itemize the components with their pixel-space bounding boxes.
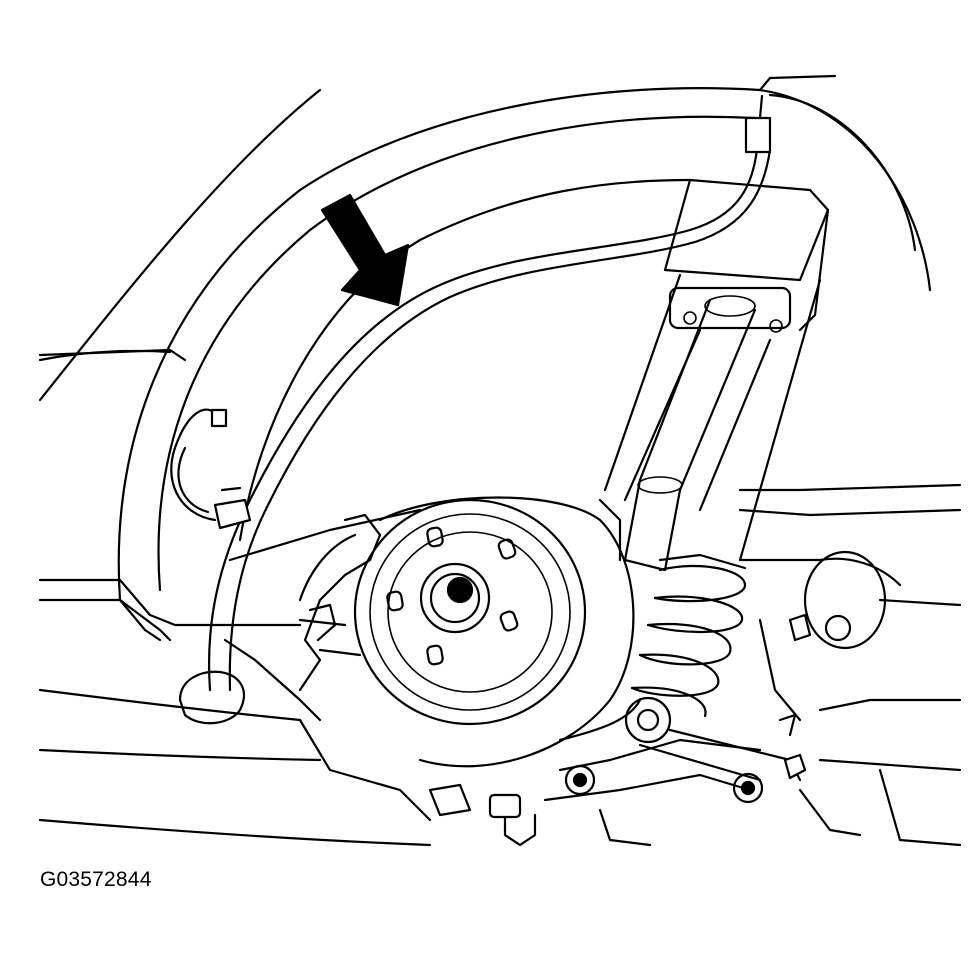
chassis-right [738, 483, 962, 847]
figure-id-label: G03572844 [40, 868, 152, 891]
shock-tower [663, 178, 830, 333]
body-panel [38, 88, 322, 402]
knuckle-bolts [428, 783, 652, 847]
pointer-arrow [320, 193, 410, 307]
brake-caliper [298, 513, 382, 692]
misc-detail [298, 498, 642, 742]
brake-rotor [353, 496, 635, 768]
sensor-harness [207, 94, 772, 692]
lower-control-arm [543, 696, 807, 804]
subframe [38, 578, 432, 847]
coil-spring [630, 553, 747, 718]
shock-absorber [603, 273, 822, 572]
wheel-studs [386, 526, 519, 666]
sensor-wire-loop [170, 408, 228, 522]
wheel-well-arch [117, 74, 932, 642]
